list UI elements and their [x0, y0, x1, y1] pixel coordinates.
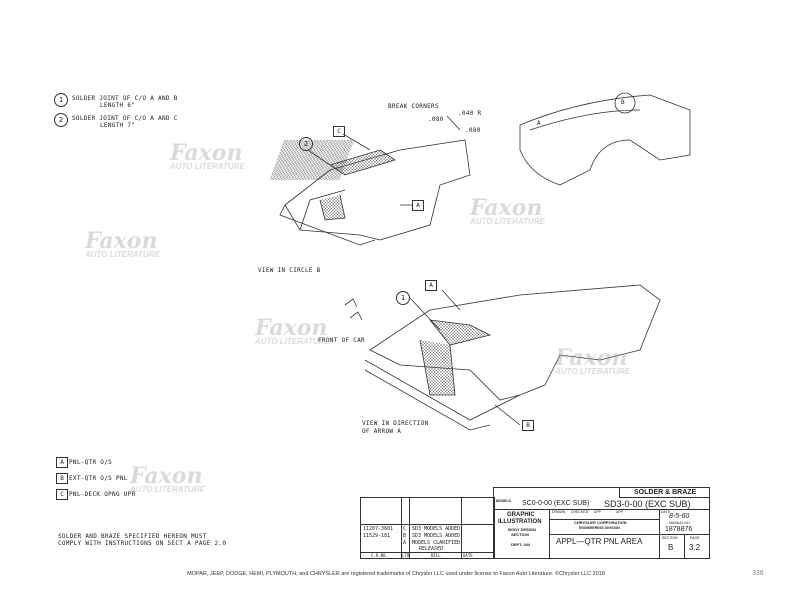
rev-text-4: RELEASED — [419, 546, 444, 552]
rev-ltr-3: A — [403, 540, 407, 546]
callout-b-lower: B — [522, 420, 534, 431]
note-1-line1: SOLDER JOINT OF C/O A AND B — [72, 95, 178, 102]
legend-key-a: A — [56, 457, 68, 468]
rev-text-1: SD3 MODELS ADDED — [412, 526, 461, 532]
quarter-panel-drawing — [519, 92, 691, 186]
note-2-bubble: 2 — [54, 113, 68, 127]
revision-table: 11207-3601 C SD3 MODELS ADDED 11529-181 … — [360, 497, 495, 559]
view-circle-b: VIEW IN CIRCLE B — [258, 267, 321, 274]
page-head: PAGE — [690, 536, 700, 540]
trademark-footer: MOPAR, JEEP, DODGE, HEMI, PLYMOUTH, and … — [187, 571, 605, 577]
illustration-label: ILLUSTRATION — [498, 519, 542, 525]
app-label-1: APP. — [594, 510, 602, 514]
body-design-label: BODY DESIGN — [508, 527, 536, 532]
rev-cr-1: 11207-3601 — [363, 526, 394, 532]
date-value: 8-5-60 — [669, 513, 690, 520]
section-value: B — [668, 543, 674, 552]
rev-ltr-1: C — [403, 526, 407, 532]
legend-key-b: B — [56, 473, 68, 484]
dimension-1: .080 — [428, 116, 444, 123]
lower-panel-drawing — [344, 284, 661, 431]
models-label: MODELS — [496, 499, 511, 503]
note-2-line1: SOLDER JOINT OF C/O A AND C — [72, 115, 178, 122]
dimension-2: .040 R — [458, 110, 482, 117]
corp-label: CHRYSLER CORPORATION — [574, 520, 627, 525]
checked-label: CHECKED — [571, 510, 589, 514]
callout-c: C — [333, 126, 345, 137]
manual-number: 1878876 — [665, 526, 693, 533]
break-corners-label: BREAK CORNERS — [388, 103, 439, 110]
rev-cr-2: 11529-181 — [363, 533, 391, 539]
callout-a-lower: A — [425, 280, 437, 291]
section-label: SECTION — [511, 532, 529, 537]
callout-1: 1 — [396, 291, 410, 305]
page-number: 338 — [752, 570, 764, 577]
title-block-header: SOLDER & BRAZE — [634, 489, 697, 496]
rev-header-cr: C.R.NO. — [371, 553, 388, 558]
drawn-label: DRAWN — [552, 510, 566, 514]
arrow-a-label: A — [537, 120, 541, 127]
dimension-3: .080 — [465, 127, 481, 134]
legend-text-b: EXT-QTR O/S PNL — [69, 475, 128, 482]
rev-header-date: DATE — [463, 553, 473, 558]
rev-header-bill: BILL — [431, 553, 441, 558]
title-block: SOLDER & BRAZE MODELS SC0-0-00 (EXC SUB)… — [493, 487, 710, 559]
view-direction-2: OF ARROW A — [362, 428, 402, 435]
legend-key-c: C — [56, 489, 68, 500]
page-value: 3.2 — [689, 543, 701, 552]
rev-ltr-2: B — [403, 533, 407, 539]
note-1-line2: LENGTH 6" — [100, 102, 136, 109]
note-1-bubble: 1 — [54, 93, 68, 107]
legend-text-a: PNL-QTR O/S — [69, 459, 113, 466]
rev-text-2: SD3 MODELS ADDED — [412, 533, 461, 539]
models-2: SD3-0-00 (EXC SUB) — [604, 499, 691, 509]
dept-label: DEPT. 344 — [511, 542, 531, 547]
front-of-car: FRONT OF CAR — [318, 337, 365, 344]
subject-title: APPL—QTR PNL AREA — [556, 537, 643, 546]
rev-text-3: MODELS CLARIFIED — [412, 540, 461, 546]
instruction-line2: COMPLY WITH INSTRUCTIONS ON SECT A PAGE … — [58, 540, 227, 547]
app-label-2: APP. — [616, 510, 624, 514]
instruction-line1: SOLDER AND BRAZE SPECIFIED HEREON MUST — [58, 533, 207, 540]
manual-label: MANUAL NO. — [669, 521, 691, 525]
callout-a-upper: A — [412, 200, 424, 211]
circle-b-label: B — [621, 99, 625, 106]
graphic-label: GRAPHIC — [507, 512, 535, 518]
models-1: SC0-0-00 (EXC SUB) — [522, 500, 590, 507]
division-label: ENGINEERING DIVISION — [579, 526, 620, 530]
callout-2: 2 — [299, 137, 313, 151]
upper-panel-drawing — [269, 139, 471, 246]
note-2-line2: LENGTH 7" — [100, 122, 136, 129]
rev-header-ltr: LTR — [402, 553, 410, 558]
date-label: DATE — [661, 510, 671, 514]
section-head: SECTION — [662, 536, 678, 540]
legend-text-c: PNL-DECK OPNG UPR — [69, 491, 136, 498]
view-direction-1: VIEW IN DIRECTION — [362, 420, 429, 427]
